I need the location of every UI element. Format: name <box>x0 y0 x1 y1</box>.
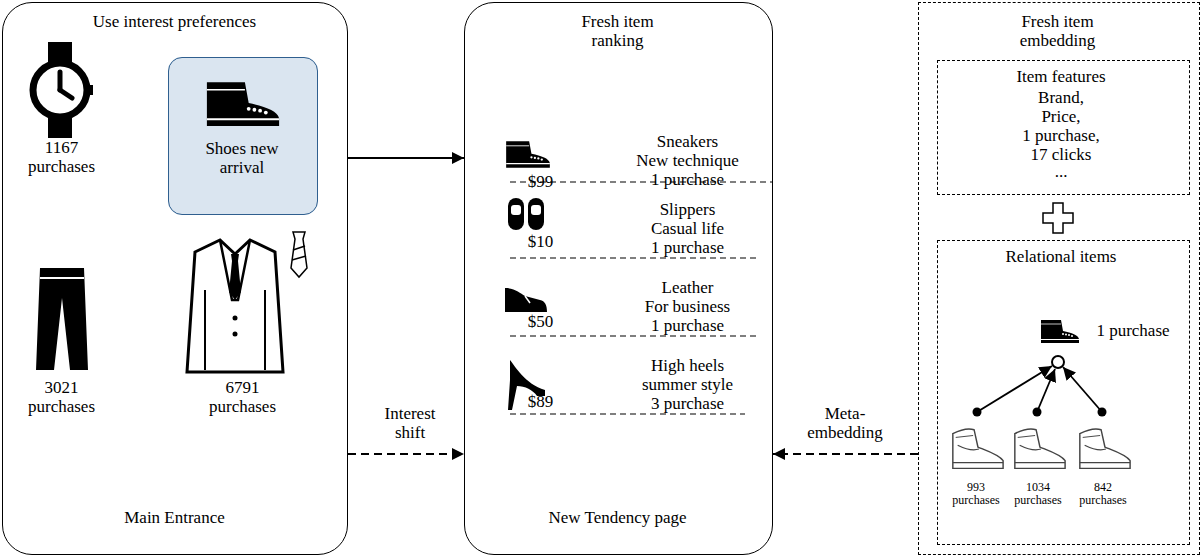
item-name: Slippers <box>613 200 763 219</box>
item-name: High heels <box>613 356 763 375</box>
box-label: Shoes new arrival <box>187 139 297 177</box>
feature-text: 17 clicks <box>961 145 1161 164</box>
connector-arrow <box>773 453 918 455</box>
edge-label: Interest shift <box>372 404 448 442</box>
item-note: For business <box>613 297 763 316</box>
feature-text: 1 purchase, <box>961 126 1161 145</box>
count-label: 842 purchases <box>1072 481 1134 507</box>
item-count: 3 purchase <box>613 394 763 413</box>
panel-footer: Main Entrance <box>75 508 275 527</box>
count-label: 3021 purchases <box>22 378 102 416</box>
feature-text: ... <box>961 162 1161 181</box>
feature-box: Item featuresBrand,Price,1 purchase,17 c… <box>937 60 1190 195</box>
connector-arrow <box>348 157 464 159</box>
box-heading: Relational items <box>961 247 1161 266</box>
item-count: 1 purchase <box>613 170 763 189</box>
panel-heading: Use interest preferences <box>45 12 305 31</box>
count-label: 1 purchase <box>1088 321 1178 340</box>
dashed-panel: Item featuresBrand,Price,1 purchase,17 c… <box>918 2 1200 555</box>
connector-arrow <box>348 453 464 455</box>
price-label: $50 <box>516 312 566 331</box>
item-note: Casual life <box>613 219 763 238</box>
count-label: 1034 purchases <box>1007 481 1069 507</box>
count-label: 993 purchases <box>945 481 1007 507</box>
edge-label: Meta-embedding <box>795 404 895 442</box>
panel-heading: Fresh item ranking <box>563 12 673 50</box>
feature-text: Price, <box>961 107 1161 126</box>
relation-box: Relational items 1 purchase 993 purchases1… <box>937 240 1190 545</box>
highlight-box: Shoes new arrival <box>168 57 318 215</box>
count-label: 6791 purchases <box>203 378 283 416</box>
box-heading: Item features <box>961 67 1161 86</box>
item-note: summer style <box>613 375 763 394</box>
item-count: 1 purchase <box>613 316 763 335</box>
item-name: Leather <box>613 278 763 297</box>
item-name: Sneakers <box>613 132 763 151</box>
feature-text: Brand, <box>961 88 1161 107</box>
count-label: 1167 purchases <box>22 138 102 176</box>
price-label: $89 <box>516 392 566 411</box>
panel-heading: Fresh item embedding <box>1003 12 1113 50</box>
panel: Shoes new arrival Use interest preference… <box>2 2 348 555</box>
price-label: $99 <box>516 172 566 191</box>
item-count: 1 purchase <box>613 238 763 257</box>
price-label: $10 <box>516 232 566 251</box>
panel: Fresh item rankingSneakersNew technique1… <box>464 2 773 555</box>
panel-footer: New Tendency page <box>518 508 718 527</box>
item-note: New technique <box>613 151 763 170</box>
